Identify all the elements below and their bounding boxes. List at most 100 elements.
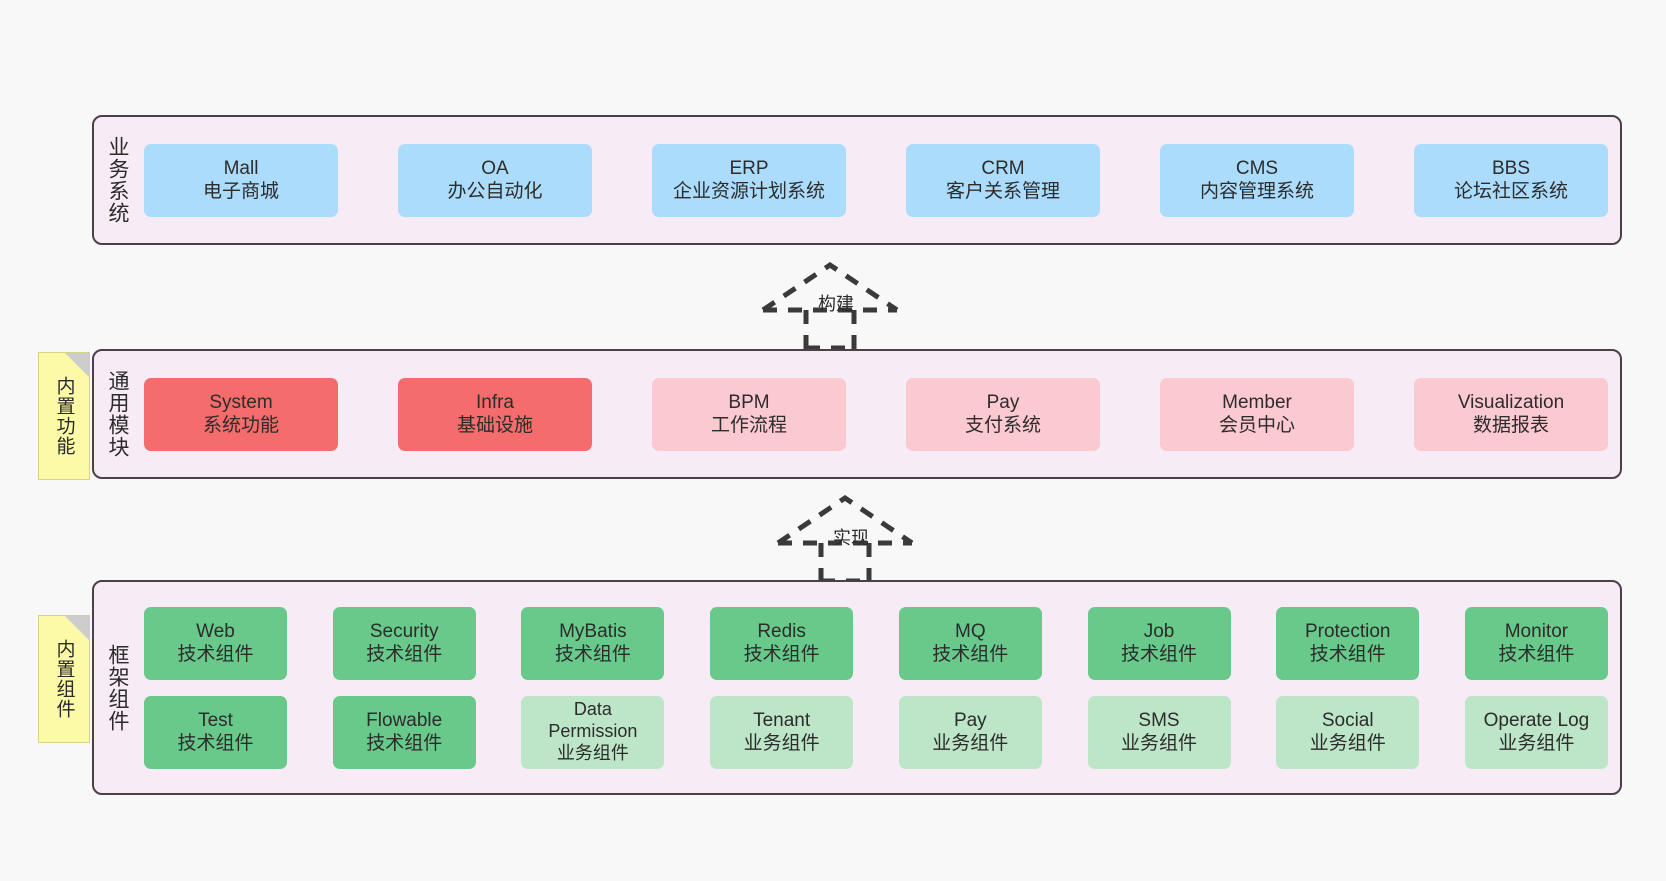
layer-title-business-system: 业务系统 [106,136,130,224]
box-pay-module-subtitle: 支付系统 [964,415,1041,436]
box-tenant-title: Tenant [753,709,811,731]
box-pay-component-subtitle: 业务组件 [932,733,1009,754]
box-sms-title: SMS [1138,709,1180,731]
box-system-subtitle: 系统功能 [202,415,279,436]
box-bpm[interactable]: BPM 工作流程 [652,377,846,451]
box-flowable-subtitle: 技术组件 [366,733,443,754]
box-test[interactable]: Test 技术组件 [144,695,287,769]
box-mq[interactable]: MQ 技术组件 [898,606,1042,680]
box-operate-log-subtitle: 业务组件 [1498,733,1575,754]
layer-business-system[interactable]: 业务系统 Mall 电子商城 OA 办公自动化 ERP 企业资源计划系统 CRM… [92,115,1622,245]
box-tenant-subtitle: 业务组件 [743,733,820,754]
box-system[interactable]: System 系统功能 [144,377,338,451]
box-redis-subtitle: 技术组件 [743,644,820,665]
box-erp-subtitle: 企业资源计划系统 [672,181,825,202]
note-fold-corner-icon [65,353,89,377]
box-crm[interactable]: CRM 客户关系管理 [906,143,1100,217]
box-cms-subtitle: 内容管理系统 [1199,181,1314,202]
layer-body-framework-component: Web 技术组件 Security 技术组件 MyBatis 技术组件 Redi… [140,582,1620,793]
note-builtin-component: 内置组件 [38,615,90,743]
connector-build [760,261,910,351]
box-security[interactable]: Security 技术组件 [332,606,476,680]
box-flowable[interactable]: Flowable 技术组件 [332,695,476,769]
box-cms[interactable]: CMS 内容管理系统 [1160,143,1354,217]
connector-build-label: 构建 [818,294,854,314]
layer-title-framework-component: 框架组件 [106,643,130,732]
box-member-title: Member [1222,391,1292,413]
box-data-permission-title: Data Permission [548,699,638,742]
box-sms[interactable]: SMS 业务组件 [1087,695,1231,769]
box-data-permission-subtitle: 业务组件 [556,742,629,763]
box-web-subtitle: 技术组件 [177,644,254,665]
note-builtin-function: 内置功能 [38,352,90,480]
box-redis[interactable]: Redis 技术组件 [710,606,854,680]
box-mall[interactable]: Mall 电子商城 [144,143,338,217]
layer-body-business-system: Mall 电子商城 OA 办公自动化 ERP 企业资源计划系统 CRM 客户关系… [140,117,1620,243]
layer-framework-component[interactable]: 框架组件 Web 技术组件 Security 技术组件 MyBatis 技术组件… [92,580,1622,795]
connector-implement-label: 实现 [833,528,869,548]
row-tech-components: Web 技术组件 Security 技术组件 MyBatis 技术组件 Redi… [144,606,1608,680]
box-monitor[interactable]: Monitor 技术组件 [1464,606,1608,680]
box-operate-log[interactable]: Operate Log 业务组件 [1464,695,1608,769]
box-redis-title: Redis [757,620,806,642]
box-mall-title: Mall [223,157,259,179]
box-infra[interactable]: Infra 基础设施 [398,377,592,451]
box-mybatis-title: MyBatis [559,620,627,642]
box-social-subtitle: 业务组件 [1309,733,1386,754]
box-job[interactable]: Job 技术组件 [1087,606,1231,680]
box-flowable-title: Flowable [366,709,443,731]
box-visualization[interactable]: Visualization 数据报表 [1414,377,1608,451]
box-erp[interactable]: ERP 企业资源计划系统 [652,143,846,217]
box-job-subtitle: 技术组件 [1121,644,1198,665]
box-security-title: Security [369,620,439,642]
box-member-subtitle: 会员中心 [1218,415,1295,436]
box-pay-component[interactable]: Pay 业务组件 [898,695,1042,769]
box-crm-title: CRM [981,157,1025,179]
box-test-subtitle: 技术组件 [177,733,254,754]
box-mq-title: MQ [955,620,986,642]
row-business-systems: Mall 电子商城 OA 办公自动化 ERP 企业资源计划系统 CRM 客户关系… [144,143,1608,217]
box-visualization-title: Visualization [1457,391,1565,413]
row-common-modules: System 系统功能 Infra 基础设施 BPM 工作流程 Pay 支付系统… [144,377,1608,451]
box-monitor-title: Monitor [1504,620,1569,642]
box-bbs-title: BBS [1491,157,1531,179]
box-sms-subtitle: 业务组件 [1121,733,1198,754]
box-infra-title: Infra [475,391,515,413]
box-data-permission[interactable]: Data Permission 业务组件 [521,695,665,769]
box-operate-log-title: Operate Log [1483,709,1590,731]
box-pay-module[interactable]: Pay 支付系统 [906,377,1100,451]
box-tenant[interactable]: Tenant 业务组件 [710,695,854,769]
box-bpm-subtitle: 工作流程 [710,415,787,436]
box-mall-subtitle: 电子商城 [202,181,279,202]
box-oa[interactable]: OA 办公自动化 [398,143,592,217]
box-erp-title: ERP [729,157,769,179]
box-job-title: Job [1143,620,1175,642]
box-member[interactable]: Member 会员中心 [1160,377,1354,451]
box-cms-title: CMS [1235,157,1279,179]
box-protection-subtitle: 技术组件 [1309,644,1386,665]
layer-body-common-module: System 系统功能 Infra 基础设施 BPM 工作流程 Pay 支付系统… [140,351,1620,477]
box-pay-module-title: Pay [986,391,1020,413]
box-social[interactable]: Social 业务组件 [1276,695,1420,769]
box-bbs[interactable]: BBS 论坛社区系统 [1414,143,1608,217]
layer-common-module[interactable]: 通用模块 System 系统功能 Infra 基础设施 BPM 工作流程 Pay… [92,349,1622,479]
box-oa-title: OA [481,157,509,179]
box-system-title: System [209,391,273,413]
note-builtin-function-text: 内置功能 [53,376,75,456]
box-protection[interactable]: Protection 技术组件 [1276,606,1420,680]
box-monitor-subtitle: 技术组件 [1498,644,1575,665]
box-visualization-subtitle: 数据报表 [1472,415,1549,436]
box-mybatis-subtitle: 技术组件 [554,644,631,665]
box-web[interactable]: Web 技术组件 [144,606,287,680]
box-bbs-subtitle: 论坛社区系统 [1453,181,1568,202]
box-mybatis[interactable]: MyBatis 技术组件 [521,606,665,680]
row-business-components: Test 技术组件 Flowable 技术组件 Data Permission … [144,695,1608,769]
box-social-title: Social [1321,709,1374,731]
box-mq-subtitle: 技术组件 [932,644,1009,665]
box-web-title: Web [196,620,235,642]
layer-title-common-module: 通用模块 [106,370,130,458]
box-protection-title: Protection [1304,620,1391,642]
note-fold-corner-icon [65,616,89,640]
note-builtin-component-text: 内置组件 [53,639,75,719]
